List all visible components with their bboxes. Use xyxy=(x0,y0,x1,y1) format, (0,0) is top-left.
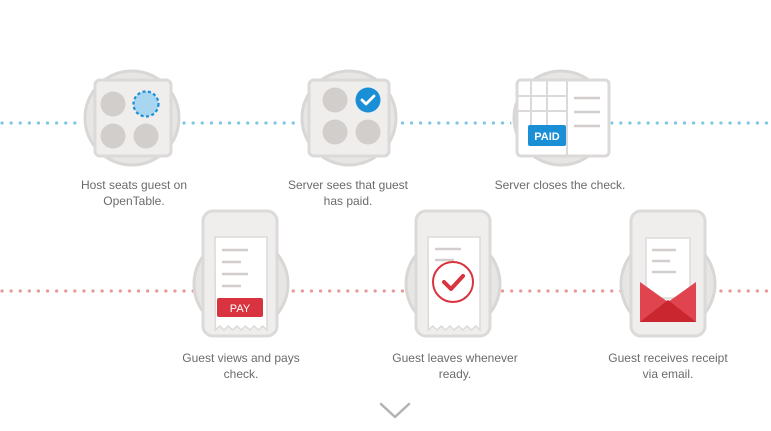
closed-check-icon: PAID xyxy=(511,68,611,168)
table-seating-icon xyxy=(82,68,182,168)
paid-badge xyxy=(528,125,566,146)
step-caption-guest-receipt: Guest receives receipt via email. xyxy=(608,351,728,381)
pay-button[interactable] xyxy=(217,298,263,317)
step-caption-server-sees-paid: Server sees that guest has paid. xyxy=(287,178,409,208)
step-caption-guest-pays: Guest views and pays check. xyxy=(182,351,300,381)
step-caption-server-closes-check: Server closes the check. xyxy=(494,178,626,192)
phone-pay-icon: PAY xyxy=(192,209,290,338)
pay-button-label: PAY xyxy=(230,303,251,315)
table-paid-check-icon xyxy=(299,68,399,168)
chevron-down-icon[interactable] xyxy=(378,400,412,424)
step-caption-guest-leaves: Guest leaves whenever ready. xyxy=(392,351,518,381)
phone-checkmark-icon xyxy=(404,209,502,338)
paid-badge-label: PAID xyxy=(534,131,560,143)
phone-email-receipt-icon xyxy=(619,209,717,338)
step-caption-host-seats: Host seats guest on OpenTable. xyxy=(80,178,188,208)
